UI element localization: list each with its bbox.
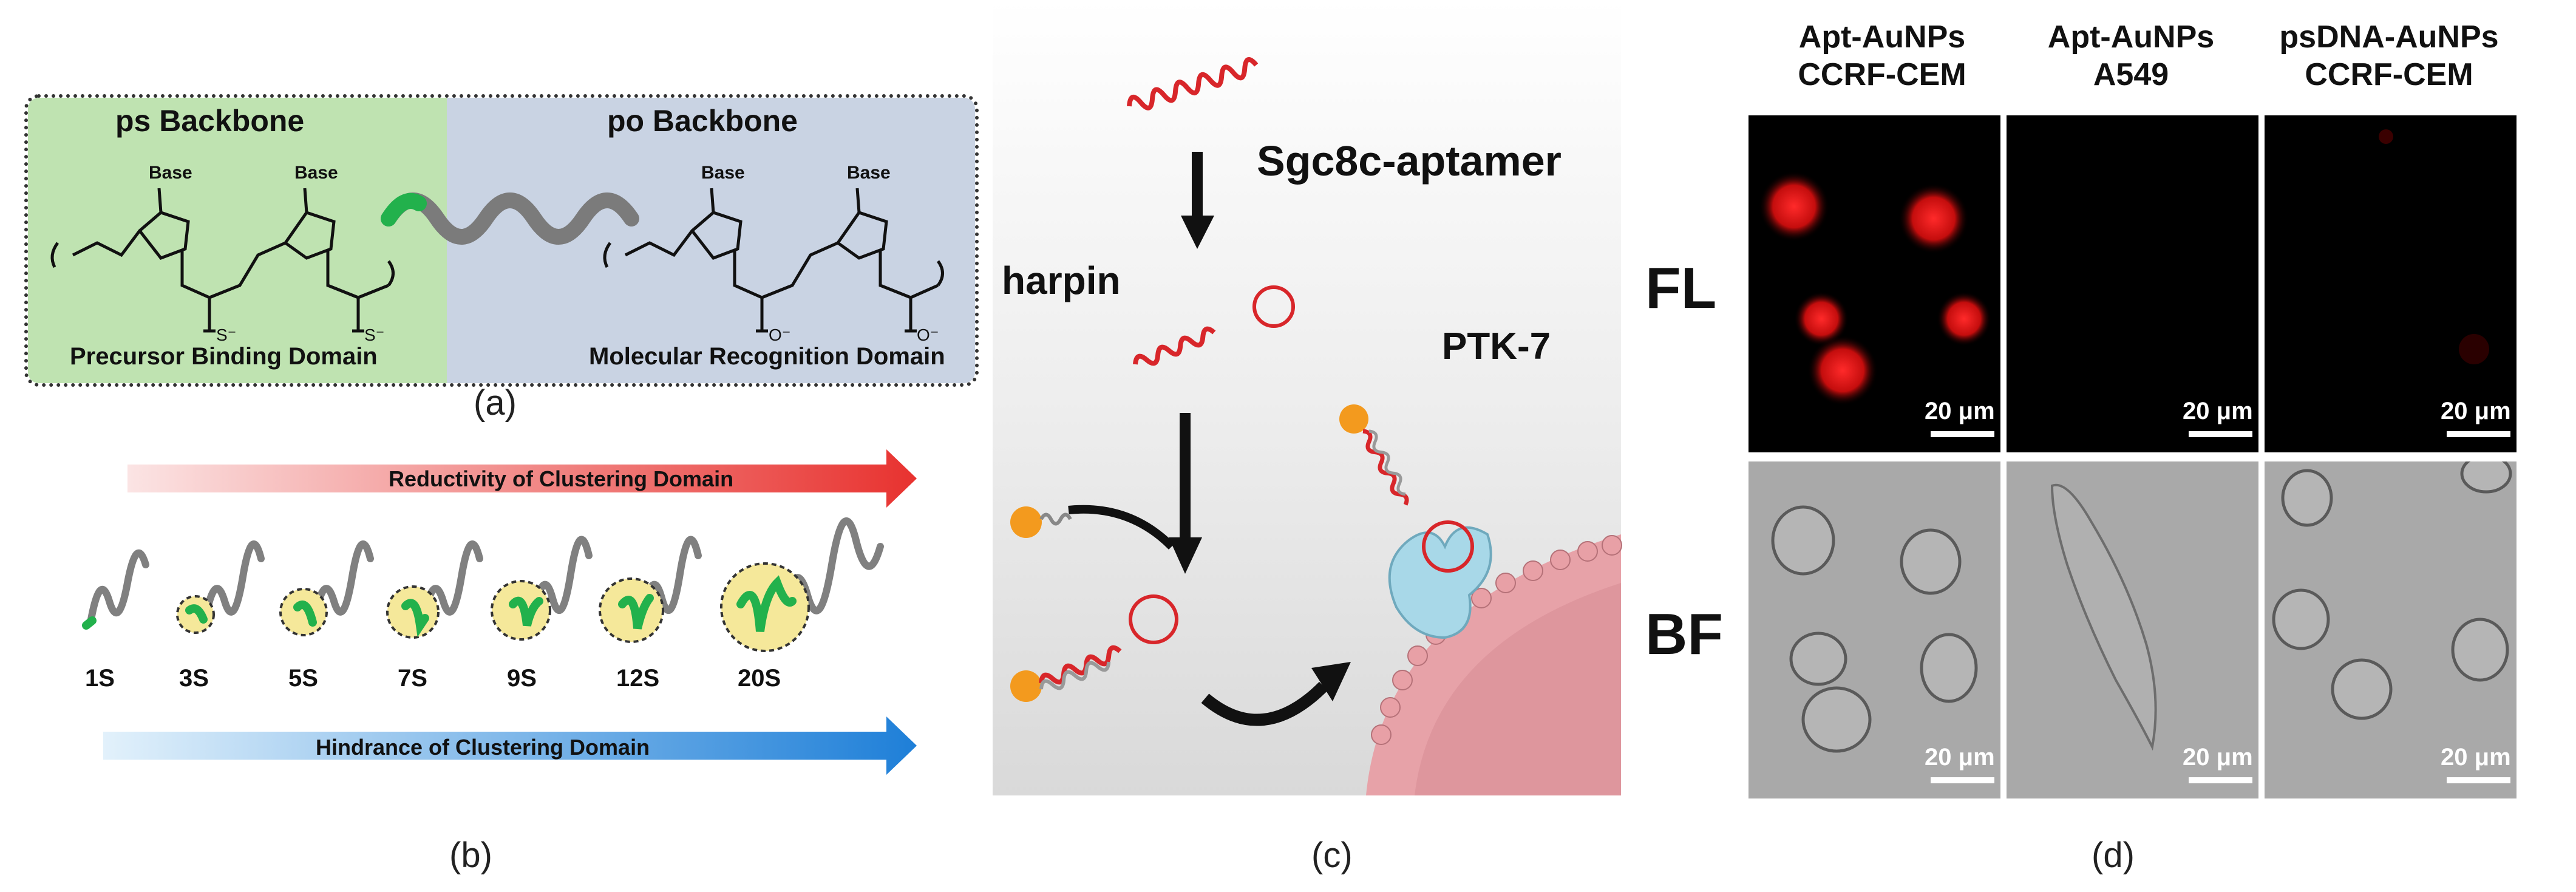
hairpin-label: harpin: [1002, 259, 1121, 302]
scale-bar: [2447, 777, 2510, 783]
reductivity-arrow: [127, 449, 917, 508]
caption-d: (d): [2092, 836, 2135, 875]
brightfield-cells: [2272, 461, 2512, 720]
scale-bar-label: 20 μm: [1925, 398, 1995, 424]
cluster-label-12s: 12S: [616, 665, 660, 692]
column-header-3: psDNA-AuNPs CCRF-CEM: [2243, 18, 2535, 94]
row-label-fl: FL: [1645, 256, 1717, 321]
scale-bar-label: 20 μm: [1925, 744, 1995, 771]
fl-image-psdna-ccrf: 20 μm: [2265, 115, 2517, 452]
fl-image-apt-a549: 20 μm: [2007, 115, 2258, 452]
cluster-label-5s: 5S: [288, 665, 318, 692]
base-label: Base: [294, 163, 338, 183]
ps-region: [28, 98, 447, 383]
sgc8c-aptamer-label: Sgc8c-aptamer: [1257, 137, 1562, 185]
panel-a: [24, 94, 979, 387]
hindrance-arrow: [103, 717, 917, 775]
precursor-binding-domain-label: Precursor Binding Domain: [70, 343, 378, 370]
scale-bar-label: 20 μm: [2183, 744, 2253, 771]
caption-a: (a): [474, 383, 517, 423]
column-header-1-line1: Apt-AuNPs: [1798, 19, 1966, 55]
cluster-label-7s: 7S: [398, 665, 427, 692]
hindrance-label: Hindrance of Clustering Domain: [316, 735, 650, 760]
base-label: Base: [149, 163, 192, 183]
base-label: Base: [701, 163, 745, 183]
scale-bar: [2189, 777, 2252, 783]
column-header-3-line1: psDNA-AuNPs: [2279, 19, 2499, 55]
gold-nanoparticle: [1010, 506, 1042, 538]
column-header-1-line2: CCRF-CEM: [1798, 57, 1966, 92]
reductivity-label: Reductivity of Clustering Domain: [389, 466, 734, 491]
column-header-2: Apt-AuNPs A549: [1997, 18, 2265, 94]
column-header-2-line1: Apt-AuNPs: [2047, 19, 2215, 55]
po-charge-label: O⁻: [769, 325, 791, 344]
scale-bar-label: 20 μm: [2441, 398, 2511, 424]
ptk7-receptor: [1388, 526, 1492, 639]
ps-charge-label: S⁻: [364, 325, 385, 344]
scale-bar: [2189, 431, 2252, 437]
ps-charge-label: S⁻: [216, 325, 237, 344]
fl-image-apt-ccrf: 20 μm: [1748, 115, 2000, 452]
scale-bar: [1931, 431, 1994, 437]
po-charge-label: O⁻: [917, 325, 939, 344]
bf-image-apt-a549: 20 μm: [2007, 461, 2258, 798]
column-header-2-line2: A549: [2093, 57, 2169, 92]
scale-bar: [1931, 777, 1994, 783]
base-label: Base: [847, 163, 891, 183]
bf-image-psdna-ccrf: 20 μm: [2265, 461, 2517, 798]
scale-bar-label: 20 μm: [2183, 398, 2253, 424]
bf-image-apt-ccrf: 20 μm: [1748, 461, 2000, 798]
po-region: [447, 98, 975, 383]
caption-c: (c): [1311, 836, 1353, 875]
faint-fluorescence: [2379, 129, 2489, 364]
cluster-label-20s: 20S: [738, 665, 781, 692]
brightfield-elongated-cell: [2050, 483, 2157, 751]
cluster-label-3s: 3S: [179, 665, 209, 692]
brightfield-cells: [1771, 505, 1978, 753]
caption-b: (b): [449, 836, 492, 875]
scale-bar: [2447, 431, 2510, 437]
cluster-label-9s: 9S: [507, 665, 537, 692]
cell-membrane: [1366, 534, 1622, 795]
column-header-1: Apt-AuNPs CCRF-CEM: [1748, 18, 2016, 94]
cluster-label-1s: 1S: [85, 665, 115, 692]
ptk7-label: PTK-7: [1442, 325, 1551, 367]
column-header-3-line2: CCRF-CEM: [2305, 57, 2473, 92]
sgc8c-aptamer-strand: [1127, 57, 1259, 111]
molecular-recognition-domain-label: Molecular Recognition Domain: [589, 343, 945, 370]
row-label-bf: BF: [1645, 602, 1723, 667]
scale-bar-label: 20 μm: [2441, 744, 2511, 771]
fluorescent-cells: [1759, 171, 1991, 406]
ps-backbone-title: ps Backbone: [115, 104, 305, 138]
po-backbone-title: po Backbone: [607, 104, 798, 138]
